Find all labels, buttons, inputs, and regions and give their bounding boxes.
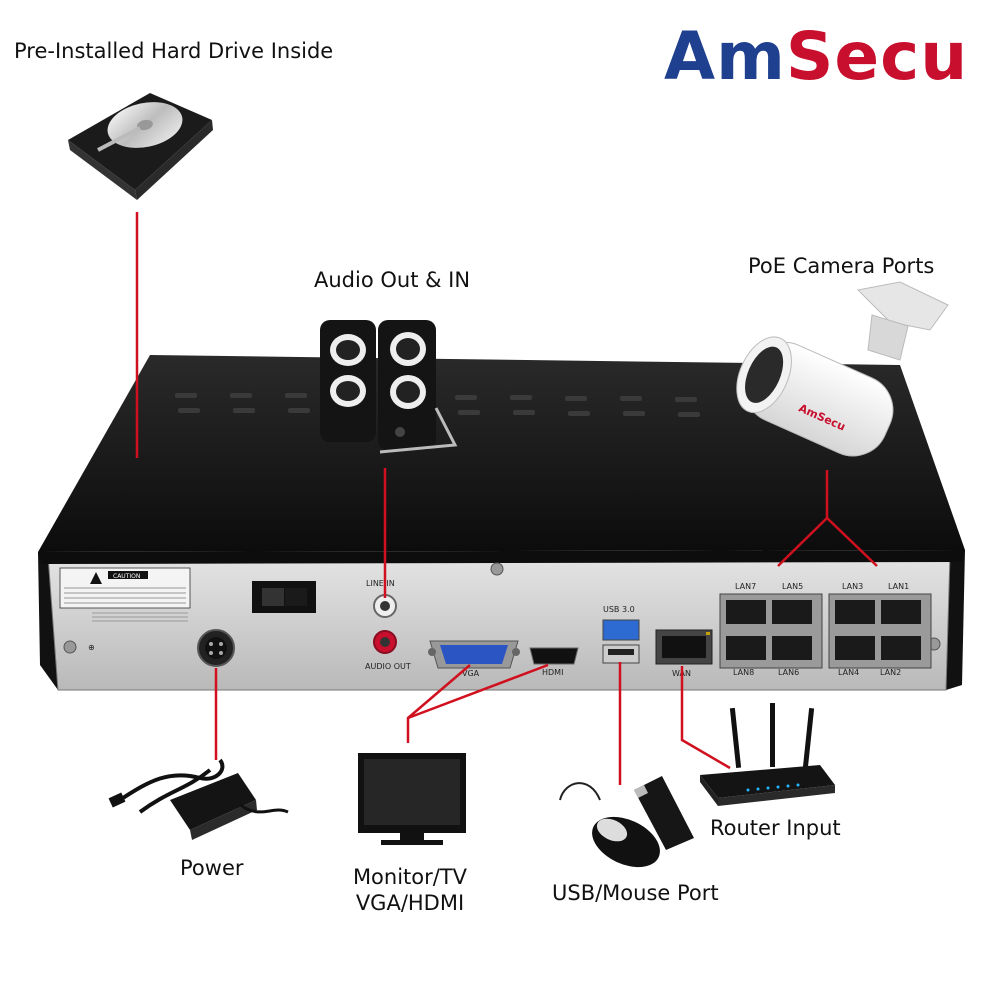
caution-label: CAUTION: [59, 567, 191, 609]
nvr-left-side: [38, 552, 58, 690]
label-lan6: LAN6: [778, 668, 799, 677]
power-switch: [252, 581, 316, 613]
label-lan4: LAN4: [838, 668, 859, 677]
bullet-camera-icon: [736, 281, 949, 457]
audio-jacks: [373, 594, 397, 654]
usb-ports: [602, 619, 640, 664]
power-adapter-icon: [108, 758, 289, 840]
label-lan8: LAN8: [733, 668, 754, 677]
caption-monitor: Monitor/TV VGA/HDMI: [350, 864, 470, 917]
svg-text:⊕: ⊕: [88, 643, 95, 652]
vga-port: [428, 640, 520, 669]
usb-stick-icon: [634, 776, 694, 850]
label-hdmi: HDMI: [542, 668, 563, 677]
caption-audio: Audio Out & IN: [314, 268, 471, 292]
caption-router: Router Input: [710, 816, 841, 840]
label-lan3: LAN3: [842, 582, 863, 591]
line-poe-branch: [826, 517, 878, 567]
speakers-icon: [320, 320, 458, 454]
lan-block: [719, 593, 932, 669]
screw: [490, 562, 504, 576]
hard-drive-icon: [68, 93, 213, 200]
caution-text: CAUTION: [113, 573, 140, 580]
caption-power: Power: [180, 856, 244, 880]
nvr-right-side: [946, 550, 965, 690]
monitor-icon: [358, 753, 466, 845]
hdmi-port: [529, 647, 579, 665]
warning-text-lines: [92, 612, 188, 622]
brand-logo: AmSecu: [664, 18, 968, 95]
label-vga: VGA: [462, 669, 480, 678]
label-usb3: USB 3.0: [603, 605, 635, 614]
label-lan7: LAN7: [735, 582, 756, 591]
caption-hard-drive: Pre-Installed Hard Drive Inside: [14, 39, 334, 63]
label-audio-out: AUDIO OUT: [365, 662, 411, 671]
line-router: [680, 666, 731, 770]
mouse-icon: [559, 782, 660, 868]
connector-lines: [135, 212, 878, 785]
logo-part-secu: Secu: [785, 18, 969, 95]
router-icon: [700, 703, 835, 806]
label-line-in: LINE IN: [366, 579, 395, 588]
caption-poe: PoE Camera Ports: [748, 254, 935, 278]
caption-monitor-line2: VGA/HDMI: [355, 891, 465, 916]
label-lan1: LAN1: [888, 582, 909, 591]
wan-port: [655, 629, 713, 665]
vent-slots: [175, 393, 700, 417]
nvr-top-cover: [38, 355, 965, 552]
screw: [63, 640, 77, 654]
caption-usb: USB/Mouse Port: [552, 881, 719, 905]
power-connector: [197, 629, 235, 667]
label-lan5: LAN5: [782, 582, 803, 591]
logo-part-am: Am: [664, 18, 786, 95]
line-hdmi: [407, 663, 549, 720]
caption-monitor-line1: Monitor/TV: [352, 865, 468, 889]
label-lan2: LAN2: [880, 668, 901, 677]
